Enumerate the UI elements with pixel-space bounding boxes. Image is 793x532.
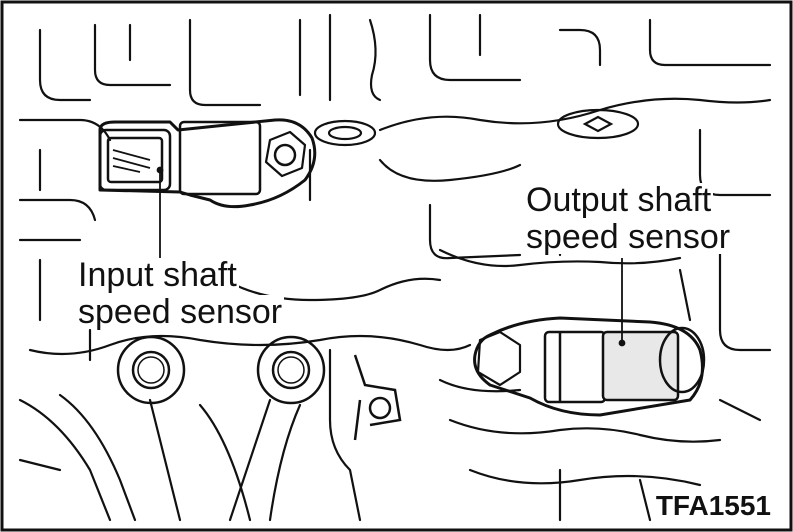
- input-shaft-speed-sensor: [98, 118, 317, 209]
- mounting-pads: [313, 108, 640, 147]
- input-sensor-label-line1: Input shaft: [76, 256, 239, 294]
- figure-code: TFA1551: [653, 490, 773, 522]
- output-sensor-label-line2: speed sensor: [524, 218, 733, 256]
- output-sensor-label-line1: Output shaft: [524, 181, 714, 219]
- input-sensor-label-line2: speed sensor: [76, 293, 285, 331]
- case-bosses: [116, 335, 402, 441]
- output-shaft-speed-sensor: [473, 316, 706, 417]
- casting-outlines: [18, 13, 772, 522]
- leader-lines: [156, 166, 626, 347]
